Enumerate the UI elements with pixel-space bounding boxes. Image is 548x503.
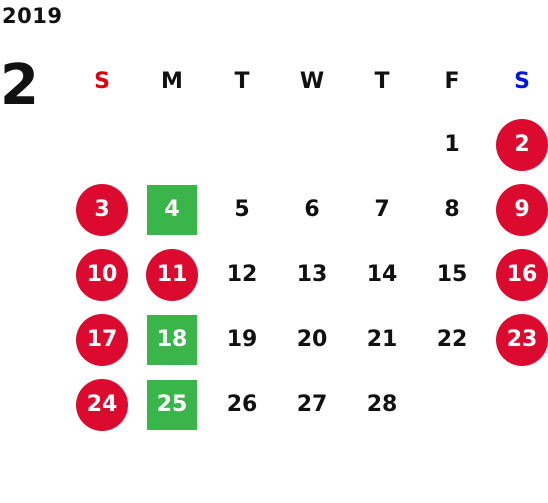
day-cell[interactable]: 12 (207, 242, 277, 307)
highlighted-day-number: 18 (147, 314, 197, 365)
day-cell[interactable]: 9 (487, 177, 548, 242)
weekday-saturday: S (514, 68, 530, 94)
day-number: 20 (296, 327, 328, 352)
year-label: 2019 (2, 4, 63, 28)
day-number: 19 (226, 327, 258, 352)
day-cell[interactable]: 17 (67, 307, 137, 372)
day-cell[interactable]: 8 (417, 177, 487, 242)
holiday-day-number: 9 (496, 183, 548, 236)
weekday-wednesday: W (299, 68, 325, 94)
month-number: 2 (0, 53, 39, 118)
day-cell[interactable]: 23 (487, 307, 548, 372)
calendar-week-row: 17 18 19 20 21 22 23 (67, 307, 548, 372)
weekday-sunday: S (94, 68, 110, 94)
day-cell[interactable]: 5 (207, 177, 277, 242)
day-number: 22 (436, 327, 468, 352)
day-cell[interactable]: 22 (417, 307, 487, 372)
day-cell (277, 112, 347, 177)
day-number: 27 (296, 392, 328, 417)
holiday-day-number: 17 (76, 313, 128, 366)
day-number: 14 (366, 262, 398, 287)
holiday-day-number: 16 (496, 248, 548, 301)
day-cell (487, 372, 548, 437)
day-cell (67, 112, 137, 177)
day-cell[interactable]: 11 (137, 242, 207, 307)
weekday-thursday: T (374, 68, 390, 94)
day-cell[interactable]: 28 (347, 372, 417, 437)
weekday-friday: F (444, 68, 460, 94)
holiday-day-number: 3 (76, 183, 128, 236)
day-cell[interactable]: 26 (207, 372, 277, 437)
day-cell (417, 372, 487, 437)
day-cell[interactable]: 15 (417, 242, 487, 307)
day-cell[interactable]: 7 (347, 177, 417, 242)
day-cell[interactable]: 14 (347, 242, 417, 307)
day-cell[interactable]: 20 (277, 307, 347, 372)
day-number: 13 (296, 262, 328, 287)
day-number: 7 (374, 197, 390, 222)
day-cell (347, 112, 417, 177)
day-cell[interactable]: 1 (417, 112, 487, 177)
day-cell[interactable]: 21 (347, 307, 417, 372)
day-cell[interactable]: 13 (277, 242, 347, 307)
highlighted-day-number: 25 (147, 379, 197, 430)
weekday-tuesday: T (234, 68, 250, 94)
day-cell[interactable]: 25 (137, 372, 207, 437)
day-cell[interactable]: 4 (137, 177, 207, 242)
day-number: 1 (444, 132, 460, 157)
calendar-week-row: 24 25 26 27 28 (67, 372, 548, 437)
day-cell[interactable]: 27 (277, 372, 347, 437)
day-cell (137, 112, 207, 177)
day-cell[interactable]: 24 (67, 372, 137, 437)
day-cell[interactable]: 19 (207, 307, 277, 372)
holiday-day-number: 11 (146, 248, 198, 301)
holiday-day-number: 2 (496, 118, 548, 171)
calendar-week-row: 10 11 12 13 14 15 16 (67, 242, 548, 307)
holiday-day-number: 10 (76, 248, 128, 301)
day-number: 21 (366, 327, 398, 352)
holiday-day-number: 24 (76, 378, 128, 431)
day-number: 12 (226, 262, 258, 287)
day-number: 8 (444, 197, 460, 222)
weekday-monday: M (161, 68, 183, 94)
day-number: 5 (234, 197, 250, 222)
day-cell[interactable]: 6 (277, 177, 347, 242)
day-cell (207, 112, 277, 177)
highlighted-day-number: 4 (147, 184, 197, 235)
day-cell[interactable]: 10 (67, 242, 137, 307)
weekday-header-row: S M T W T F S (67, 50, 548, 112)
day-cell[interactable]: 18 (137, 307, 207, 372)
day-cell[interactable]: 3 (67, 177, 137, 242)
holiday-day-number: 23 (496, 313, 548, 366)
day-cell[interactable]: 2 (487, 112, 548, 177)
day-cell[interactable]: 16 (487, 242, 548, 307)
day-number: 6 (304, 197, 320, 222)
day-number: 28 (366, 392, 398, 417)
day-number: 26 (226, 392, 258, 417)
day-number: 15 (436, 262, 468, 287)
